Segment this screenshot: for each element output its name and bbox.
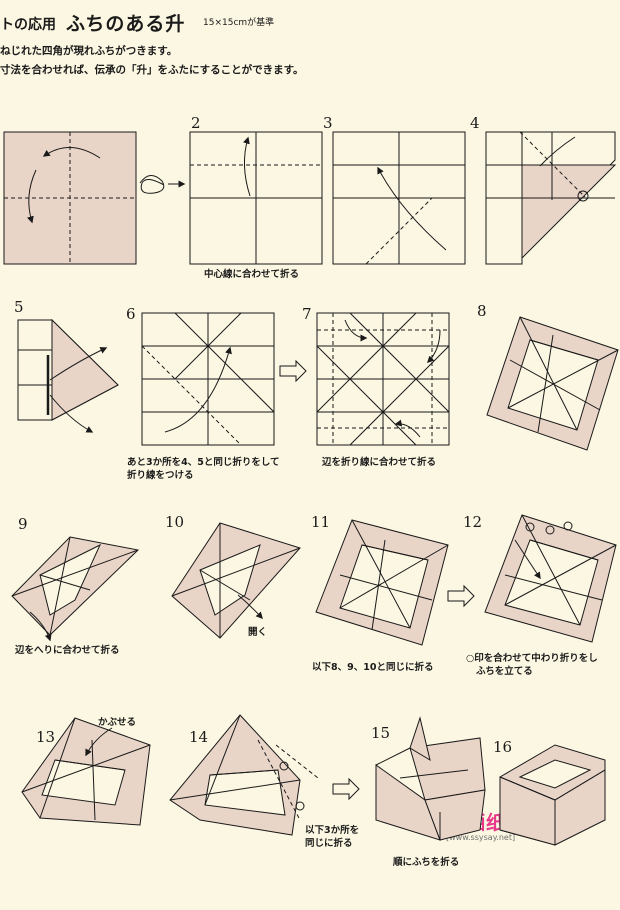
page-title: ふちのある升 [66,13,186,35]
watermark-url: [www.ssysay.net] [446,833,516,842]
caption-repeat-three-same-1: 以下3か所を [305,825,360,836]
step-5-diagram [17,318,119,433]
description-line-2: 寸法を合わせれば、伝承の「升」をふたにすることができます。 [0,64,304,76]
step-16-diagram [499,744,606,846]
step-7-diagram [316,312,450,446]
step-number-10: 10 [165,513,185,531]
step-number-15: 15 [371,724,391,742]
caption-repeat-three-1: あと3か所を4、5と同じ折りをして [127,457,280,468]
step-arrow-11-12 [447,584,475,608]
step-number-12: 12 [463,513,483,531]
step-number-4: 4 [470,114,480,132]
caption-fold-edge-to-crease: 辺を折り線に合わせて折る [322,457,437,468]
caption-open: 開く [248,627,268,638]
step-number-6: 6 [126,305,136,323]
step-arrow-14-15 [332,777,360,801]
caption-repeat-three-same-2: 同じに折る [305,838,353,849]
step-15-diagram [375,716,486,841]
step-number-3: 3 [323,114,333,132]
step-number-9: 9 [18,515,28,533]
step-2-diagram [189,131,323,265]
paper-size-note: 15×15cmが基準 [203,18,275,28]
step-number-16: 16 [493,738,513,756]
step-number-7: 7 [302,305,312,323]
step-number-5: 5 [14,298,24,316]
step-number-11: 11 [311,513,331,531]
caption-fold-edge-to-edge: 辺をへりに合わせて折る [15,645,120,656]
step-6-diagram [141,312,275,446]
caption-repeat-three-2: 折り線をつける [127,470,194,481]
step-4-diagram [485,131,617,265]
step-13-diagram [21,717,151,826]
step-arrow-6-7 [279,359,307,383]
caption-inside-reverse-1: ○印を合わせて中わり折りをし [466,653,598,664]
step-9-diagram [11,536,140,642]
step-number-14: 14 [189,728,209,746]
step-number-8: 8 [477,302,487,320]
caption-fold-to-center: 中心線に合わせて折る [204,269,300,280]
step-10-diagram [171,522,301,639]
step-1-diagram [3,131,186,265]
caption-repeat-8-9-10: 以下8、9、10と同じに折る [312,662,434,673]
caption-raise-edges: 順にふちを折る [393,857,460,868]
description-line-1: ねじれた四角が現れふちがつきます。 [0,45,178,57]
header-title-prefix: トの応用 [0,17,56,33]
step-number-2: 2 [191,114,201,132]
caption-inside-reverse-2: ふちを立てる [476,666,533,677]
caption-cover: かぶせる [98,717,137,728]
step-8-diagram [486,316,619,451]
step-3-diagram [332,131,466,265]
step-14-diagram [169,714,319,836]
step-12-diagram [484,514,617,643]
step-11-diagram [315,519,449,646]
step-number-13: 13 [36,728,56,746]
